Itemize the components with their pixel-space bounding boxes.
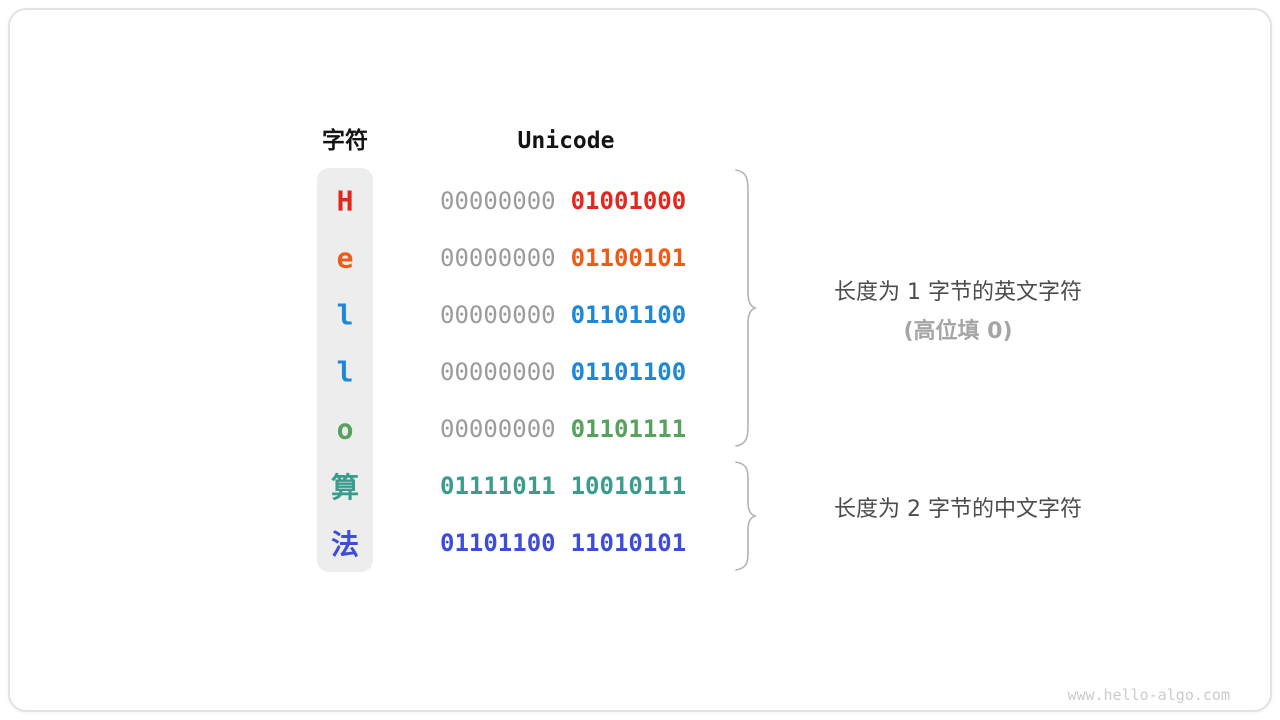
table-row: l 00000000 01101100 (10, 343, 1270, 401)
table-row: H 00000000 01001000 (10, 172, 1270, 230)
annotation-english-chars: 长度为 1 字节的英文字符 (高位填 0) (778, 273, 1138, 351)
annotation-line: 长度为 1 字节的英文字符 (834, 280, 1082, 305)
high-byte: 01101100 (440, 529, 556, 557)
column-header-unicode: Unicode (517, 128, 615, 154)
annotation-chinese-chars: 长度为 2 字节的中文字符 (778, 496, 1138, 524)
unicode-bits: 00000000 01101100 (440, 358, 686, 386)
column-header-character: 字符 (322, 128, 368, 154)
low-byte: 01101111 (570, 415, 687, 443)
high-byte: 00000000 (440, 301, 556, 329)
character-cell: o (336, 412, 354, 446)
table-row: l 00000000 01101100 (10, 286, 1270, 344)
low-byte: 01101100 (570, 301, 687, 329)
annotation-line: 长度为 2 字节的中文字符 (834, 497, 1082, 522)
annotation-subline: (高位填 0) (903, 319, 1013, 344)
unicode-bits: 00000000 01100101 (440, 244, 686, 272)
character-cell: l (336, 355, 354, 389)
brace-english-group (735, 169, 758, 447)
character-cell: e (336, 241, 354, 275)
character-cell: 法 (330, 528, 359, 561)
table-row: 算 01111011 10010111 (10, 457, 1270, 515)
watermark-url: www.hello-algo.com (1067, 686, 1230, 704)
character-cell: H (336, 184, 354, 218)
unicode-bits: 01101100 11010101 (440, 529, 686, 557)
low-byte: 01001000 (570, 187, 687, 215)
high-byte: 00000000 (440, 187, 556, 215)
unicode-bits: 00000000 01101100 (440, 301, 686, 329)
unicode-bits: 00000000 01001000 (440, 187, 686, 215)
low-byte: 01100101 (570, 244, 687, 272)
low-byte: 10010111 (570, 472, 687, 500)
high-byte: 00000000 (440, 415, 556, 443)
low-byte: 01101100 (570, 358, 687, 386)
high-byte: 00000000 (440, 244, 556, 272)
unicode-bits: 00000000 01101111 (440, 415, 686, 443)
unicode-bits: 01111011 10010111 (440, 472, 686, 500)
high-byte: 01111011 (440, 472, 556, 500)
character-cell: 算 (330, 471, 359, 504)
table-row: e 00000000 01100101 (10, 229, 1270, 287)
table-row: o 00000000 01101111 (10, 400, 1270, 458)
brace-chinese-group (735, 461, 758, 571)
table-row: 法 01101100 11010101 (10, 514, 1270, 572)
character-cell: l (336, 298, 354, 332)
character-column-background (317, 168, 373, 572)
high-byte: 00000000 (440, 358, 556, 386)
low-byte: 11010101 (570, 529, 687, 557)
figure-card: 字符 Unicode H 00000000 01001000 e 0000000… (8, 8, 1272, 712)
